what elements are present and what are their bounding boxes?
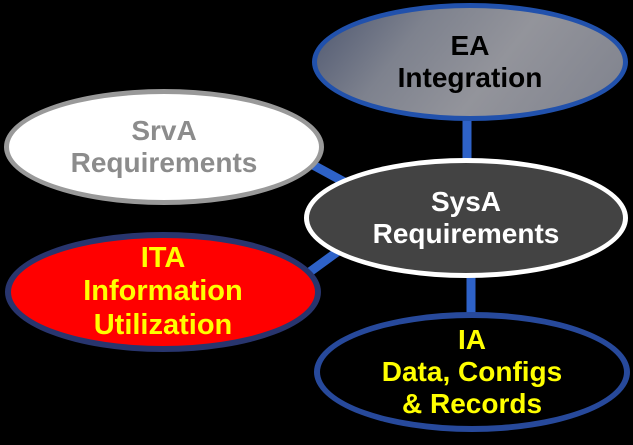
node-label-line: Information bbox=[83, 275, 243, 308]
node-label-line: & Records bbox=[401, 387, 543, 419]
node-label-line: Integration bbox=[397, 62, 543, 93]
node-label-line: SysA bbox=[430, 186, 502, 218]
node-label-line: IA bbox=[458, 324, 486, 356]
node-srva-requirements: SrvA Requirements bbox=[4, 89, 324, 205]
node-label-line: SrvA bbox=[131, 115, 197, 147]
node-ia-data-configs-records: IA Data, Configs & Records bbox=[314, 312, 630, 432]
node-label-line: ITA bbox=[140, 241, 186, 274]
node-label-line: Data, Configs bbox=[381, 356, 563, 388]
node-sysa-requirements: SysA Requirements bbox=[304, 158, 628, 278]
node-ita-information-utilization: ITA Information Utilization bbox=[5, 232, 321, 352]
node-label-line: Requirements bbox=[70, 147, 258, 178]
node-label-line: EA bbox=[450, 30, 490, 62]
node-ea-integration: EA Integration bbox=[312, 3, 628, 121]
node-label-line: Requirements bbox=[372, 218, 560, 249]
node-label-line: Utilization bbox=[93, 308, 233, 341]
